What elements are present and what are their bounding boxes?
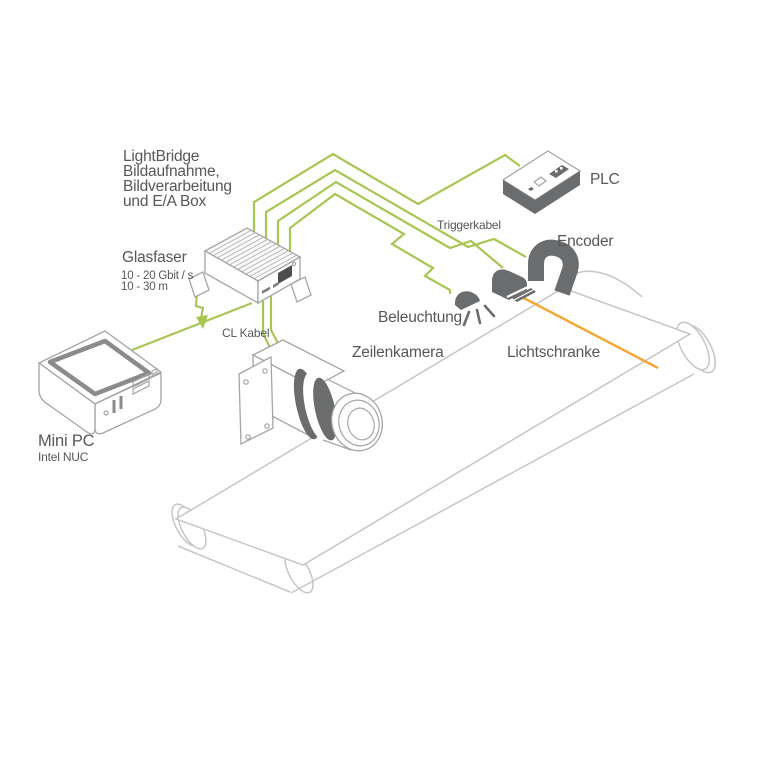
glasfaser-arrowhead [196, 315, 208, 329]
lightbridge-screw [291, 261, 297, 267]
plc-led-dot [528, 187, 534, 191]
lichtschranke-beam [515, 292, 659, 370]
beleuchtung-label: Beleuchtung [378, 309, 462, 326]
lightbridge-heatsink-fins [208, 229, 297, 280]
encoder-wheel [528, 239, 579, 296]
camera-screw-3 [245, 434, 251, 440]
zeilenkamera-label: Zeilenkamera [352, 344, 444, 361]
plc-chip-outline [533, 176, 547, 187]
labels: LightBridge Bildaufnahme, Bildverarbeitu… [38, 148, 620, 464]
lens-barrel-top [326, 378, 358, 395]
glasfaser-cable [131, 301, 253, 352]
mini-pc-label: Mini PC [38, 432, 95, 450]
belt-top-surface [174, 287, 692, 566]
minipc-left-face [38, 361, 96, 435]
plc-right-face [535, 171, 580, 214]
camera-screw-1 [243, 379, 249, 385]
plc-connector-pin-2 [560, 167, 563, 170]
encoder-cable [264, 168, 527, 258]
belt-return-edge [290, 373, 695, 594]
glasfaser-label: Glasfaser [122, 249, 187, 266]
beleuchtung-dome [454, 291, 480, 310]
camera-screw-4 [264, 423, 270, 429]
lens-barrel-bottom [322, 439, 352, 451]
light-ray-3 [483, 304, 496, 318]
beleuchtung-cable [288, 192, 452, 294]
minipc-vent-1 [132, 373, 150, 388]
mini-pc [38, 330, 162, 435]
lightbridge-label-line3: Bildverarbeitung [123, 178, 232, 195]
lens-ring-dark-2 [313, 377, 337, 441]
plc-connector-block [549, 165, 569, 178]
light-ray-1 [462, 310, 471, 327]
triggerkabel-label: Triggerkabel [437, 218, 501, 232]
plc-left-face [503, 180, 535, 214]
glasfaser-spec2-label: 10 - 30 m [121, 281, 168, 293]
zeilenkamera-camera [238, 339, 383, 452]
lichtschranke-cable [276, 180, 504, 269]
lightbridge-label-line2: Bildaufnahme, [123, 163, 220, 180]
left-roller-bottom-edge [177, 545, 291, 593]
lightbridge-connector-1 [262, 286, 270, 294]
lichtschranke-label: Lichtschranke [507, 344, 600, 361]
camera-back-plate [238, 355, 274, 446]
lightbridge-label-line4: und E/A Box [123, 193, 207, 210]
lightbridge-port [278, 265, 292, 284]
plc-label: PLC [590, 171, 620, 188]
plc-connector-pin-1 [555, 170, 558, 173]
lens-front-inner [347, 407, 375, 441]
cl-kabel-label: CL Kabel [222, 326, 269, 340]
plc-box [501, 150, 582, 214]
minipc-jack [103, 410, 109, 416]
lens-front-mid [338, 399, 380, 447]
trigger-cable [252, 152, 521, 242]
lichtschranke-foot-line [513, 289, 534, 301]
encoder-label: Encoder [557, 233, 613, 250]
lichtschranke-gap-line [506, 285, 531, 298]
intel-nuc-label: Intel NUC [38, 450, 89, 464]
minipc-slot [151, 367, 158, 376]
camera-screw-2 [262, 368, 268, 374]
lichtschranke-sensor [492, 269, 536, 302]
glasfaser-spec1-label: 10 - 20 Gbit / s [121, 270, 194, 282]
minipc-vent-2 [132, 380, 150, 395]
beleuchtung-light [454, 291, 496, 327]
light-ray-2 [475, 308, 482, 325]
lightbridge-connector-2 [273, 281, 279, 288]
conveyor-belt [171, 270, 716, 594]
lightbridge-label-line1: LightBridge [123, 148, 199, 165]
glasfaser-break-bolt [194, 290, 205, 319]
lightbridge-flange-left [188, 271, 210, 298]
minipc-lid-ring [47, 338, 152, 397]
lightbridge-box [188, 227, 312, 305]
